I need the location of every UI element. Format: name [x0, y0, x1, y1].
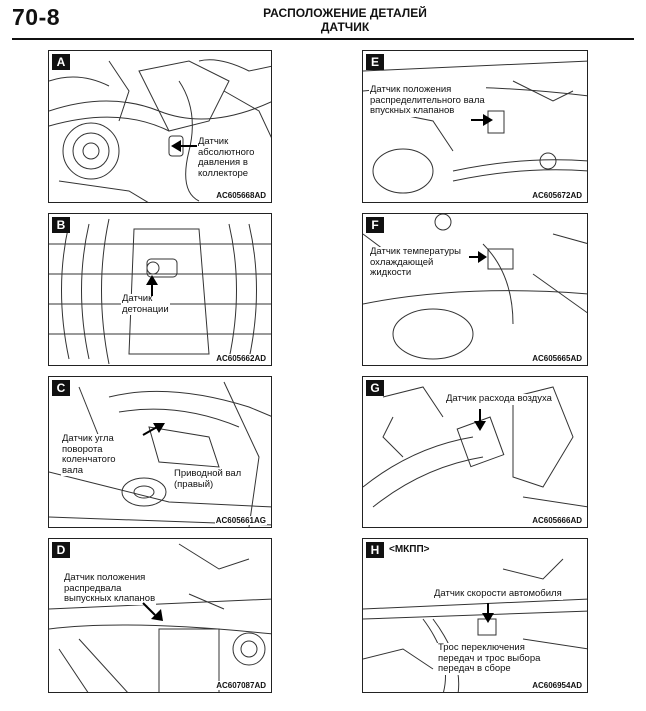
- panel-e-letter: E: [366, 54, 384, 70]
- panel-g-code: AC605666AD: [531, 516, 583, 525]
- panel-d-letter: D: [52, 542, 70, 558]
- panel-a-code: AC605668AD: [215, 191, 267, 200]
- arrow-icon: [482, 603, 494, 623]
- page-title: РАСПОЛОЖЕНИЕ ДЕТАЛЕЙ: [263, 6, 427, 20]
- panel-c-code: AC605661AG: [214, 516, 267, 525]
- panel-f-code: AC605665AD: [531, 354, 583, 363]
- panel-h-label: Датчик скорости автомобиля: [433, 588, 563, 600]
- arrow-icon: [171, 140, 197, 152]
- engine-illustration-a: [49, 59, 271, 202]
- panel-h: H <МКПП> Датчик скорости автомобиля Трос…: [362, 538, 588, 693]
- panel-a-letter: A: [52, 54, 70, 70]
- page-subtitle: ДАТЧИК: [320, 20, 370, 34]
- engine-illustration-e: [363, 60, 587, 194]
- header-rule: [12, 38, 634, 40]
- engine-illustration-d: [49, 543, 271, 692]
- panel-b-code: AC605662AD: [215, 354, 267, 363]
- panel-h-letter: H: [366, 542, 384, 558]
- arrow-icon: [469, 251, 487, 263]
- arrow-icon: [146, 275, 158, 296]
- panel-e-code: AC605672AD: [531, 191, 583, 200]
- panel-g: G Датчик расхода воздуха AC605666AD: [362, 376, 588, 528]
- engine-illustration-g: [363, 386, 587, 508]
- arrow-icon: [142, 423, 165, 436]
- panel-c-label-2: Приводной вал(правый): [173, 468, 243, 490]
- panel-h-transmission-tag: <МКПП>: [387, 544, 432, 555]
- panel-f-letter: F: [366, 217, 384, 233]
- panel-g-label: Датчик расхода воздуха: [445, 393, 553, 405]
- arrow-icon: [471, 114, 493, 126]
- panel-h-code: AC606954AD: [531, 681, 583, 690]
- panel-g-letter: G: [366, 380, 384, 396]
- arrow-icon: [474, 409, 486, 431]
- engine-illustration-b: [49, 218, 271, 365]
- panel-b-letter: B: [52, 217, 70, 233]
- panel-d-code: AC607087AD: [215, 681, 267, 690]
- panel-c-letter: C: [52, 380, 70, 396]
- page-number: 70-8: [12, 4, 61, 30]
- arrow-icon: [142, 602, 163, 621]
- engine-illustration-f: [363, 214, 587, 360]
